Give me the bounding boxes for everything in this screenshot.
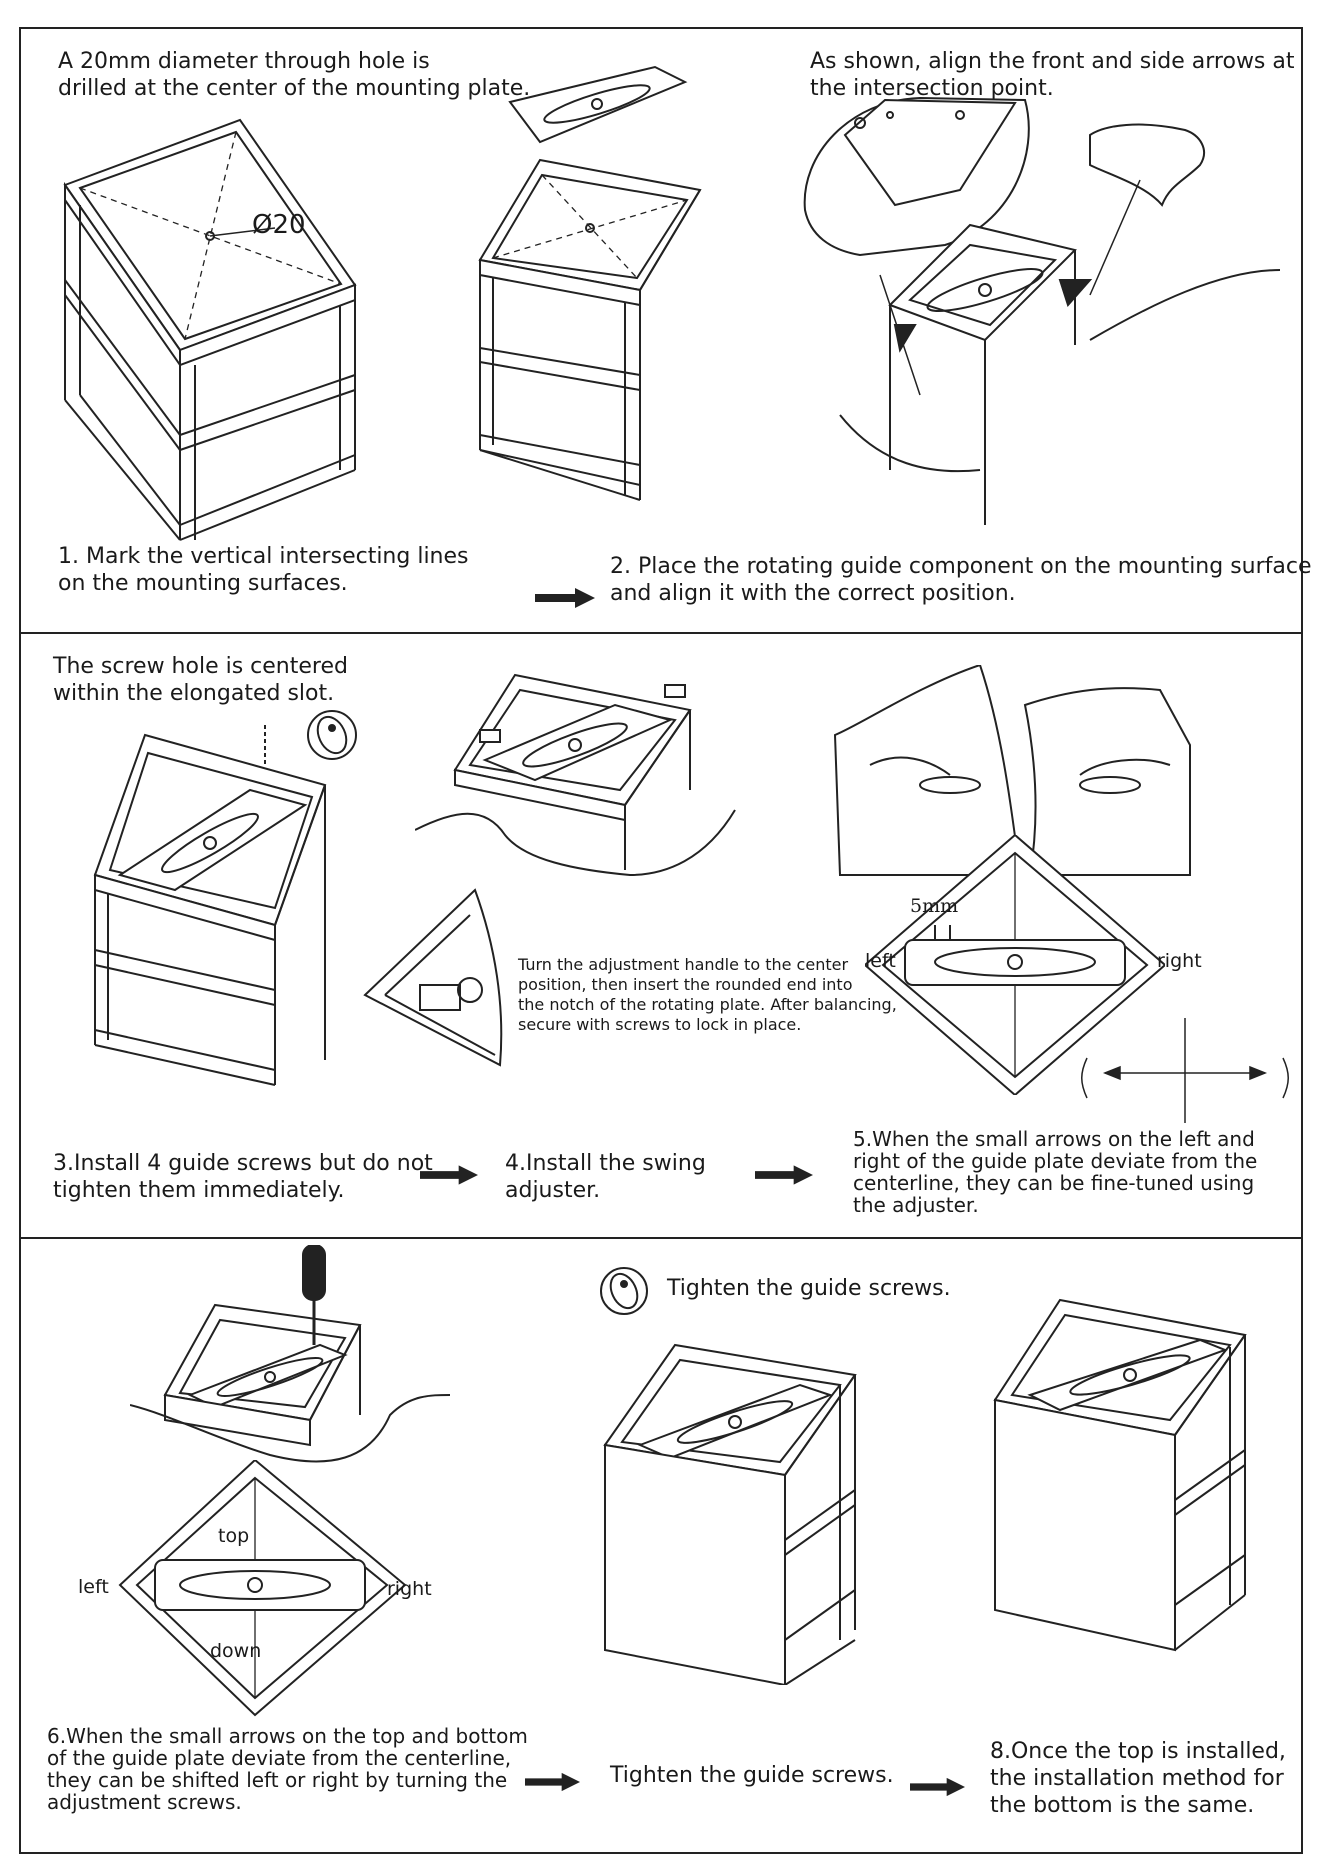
screw-hole-note: The screw hole is centered within the el…	[53, 654, 348, 706]
handle-instruction: Turn the adjustment handle to the center…	[518, 955, 897, 1034]
step6-text: 6.When the small arrows on the top and b…	[47, 1724, 528, 1814]
screw-icon	[305, 708, 360, 763]
arrow-right-icon	[420, 1165, 478, 1185]
panel-divider-1	[19, 632, 1303, 634]
cabinet-with-plate-illustration	[475, 150, 705, 505]
manual-frame	[19, 27, 1303, 1854]
adjuster-detail-illustration	[360, 885, 505, 1070]
arrow-right-icon	[755, 1165, 813, 1185]
completed-cabinet-illustration	[990, 1295, 1250, 1655]
rotate-icon	[1075, 1018, 1295, 1123]
step5-text: 5.When the small arrows on the left and …	[853, 1127, 1258, 1217]
step4-text: 4.Install the swing adjuster.	[505, 1151, 706, 1203]
left-label-step5: left	[865, 950, 896, 972]
arrow-right-icon	[525, 1772, 580, 1792]
screw-icon	[598, 1265, 650, 1317]
step2-text: 2. Place the rotating guide component on…	[610, 554, 1312, 606]
align-note: As shown, align the front and side arrow…	[810, 49, 1295, 101]
left-right-adjust-diagram: left right 5mm	[865, 835, 1202, 1095]
tightened-cabinet-illustration	[600, 1340, 860, 1685]
gap-label: 5mm	[910, 895, 959, 917]
hole-note: A 20mm diameter through hole is drilled …	[58, 49, 531, 101]
guide-screws-cabinet-illustration	[90, 725, 330, 1090]
alignment-detail-illustration	[800, 95, 1285, 535]
right-label-step6: right	[387, 1578, 432, 1600]
hands-adjusting-illustration	[830, 665, 1280, 900]
right-label-step5: right	[1157, 950, 1202, 972]
step3-text: 3.Install 4 guide screws but do not tigh…	[53, 1151, 433, 1203]
step8-text: 8.Once the top is installed, the install…	[990, 1739, 1286, 1818]
screwdriver-cabinet-illustration	[130, 1245, 450, 1475]
top-label: top	[218, 1525, 250, 1547]
panel-divider-2	[19, 1237, 1303, 1239]
arrow-right-icon	[910, 1777, 965, 1797]
down-label: down	[210, 1640, 262, 1662]
arrow-right-icon	[535, 588, 595, 608]
tighten-note-top: Tighten the guide screws.	[667, 1276, 951, 1301]
tighten-note-bottom: Tighten the guide screws.	[610, 1763, 894, 1788]
top-down-adjust-diagram: top down	[115, 1460, 415, 1720]
guide-plate-illustration	[505, 62, 690, 147]
swing-adjuster-cabinet-illustration	[415, 660, 740, 885]
diameter-label: Ø20	[252, 210, 306, 240]
left-label-step6: left	[78, 1576, 109, 1598]
step1-text: 1. Mark the vertical intersecting lines …	[58, 544, 469, 596]
cabinet-marking-illustration: Ø20	[60, 110, 360, 545]
